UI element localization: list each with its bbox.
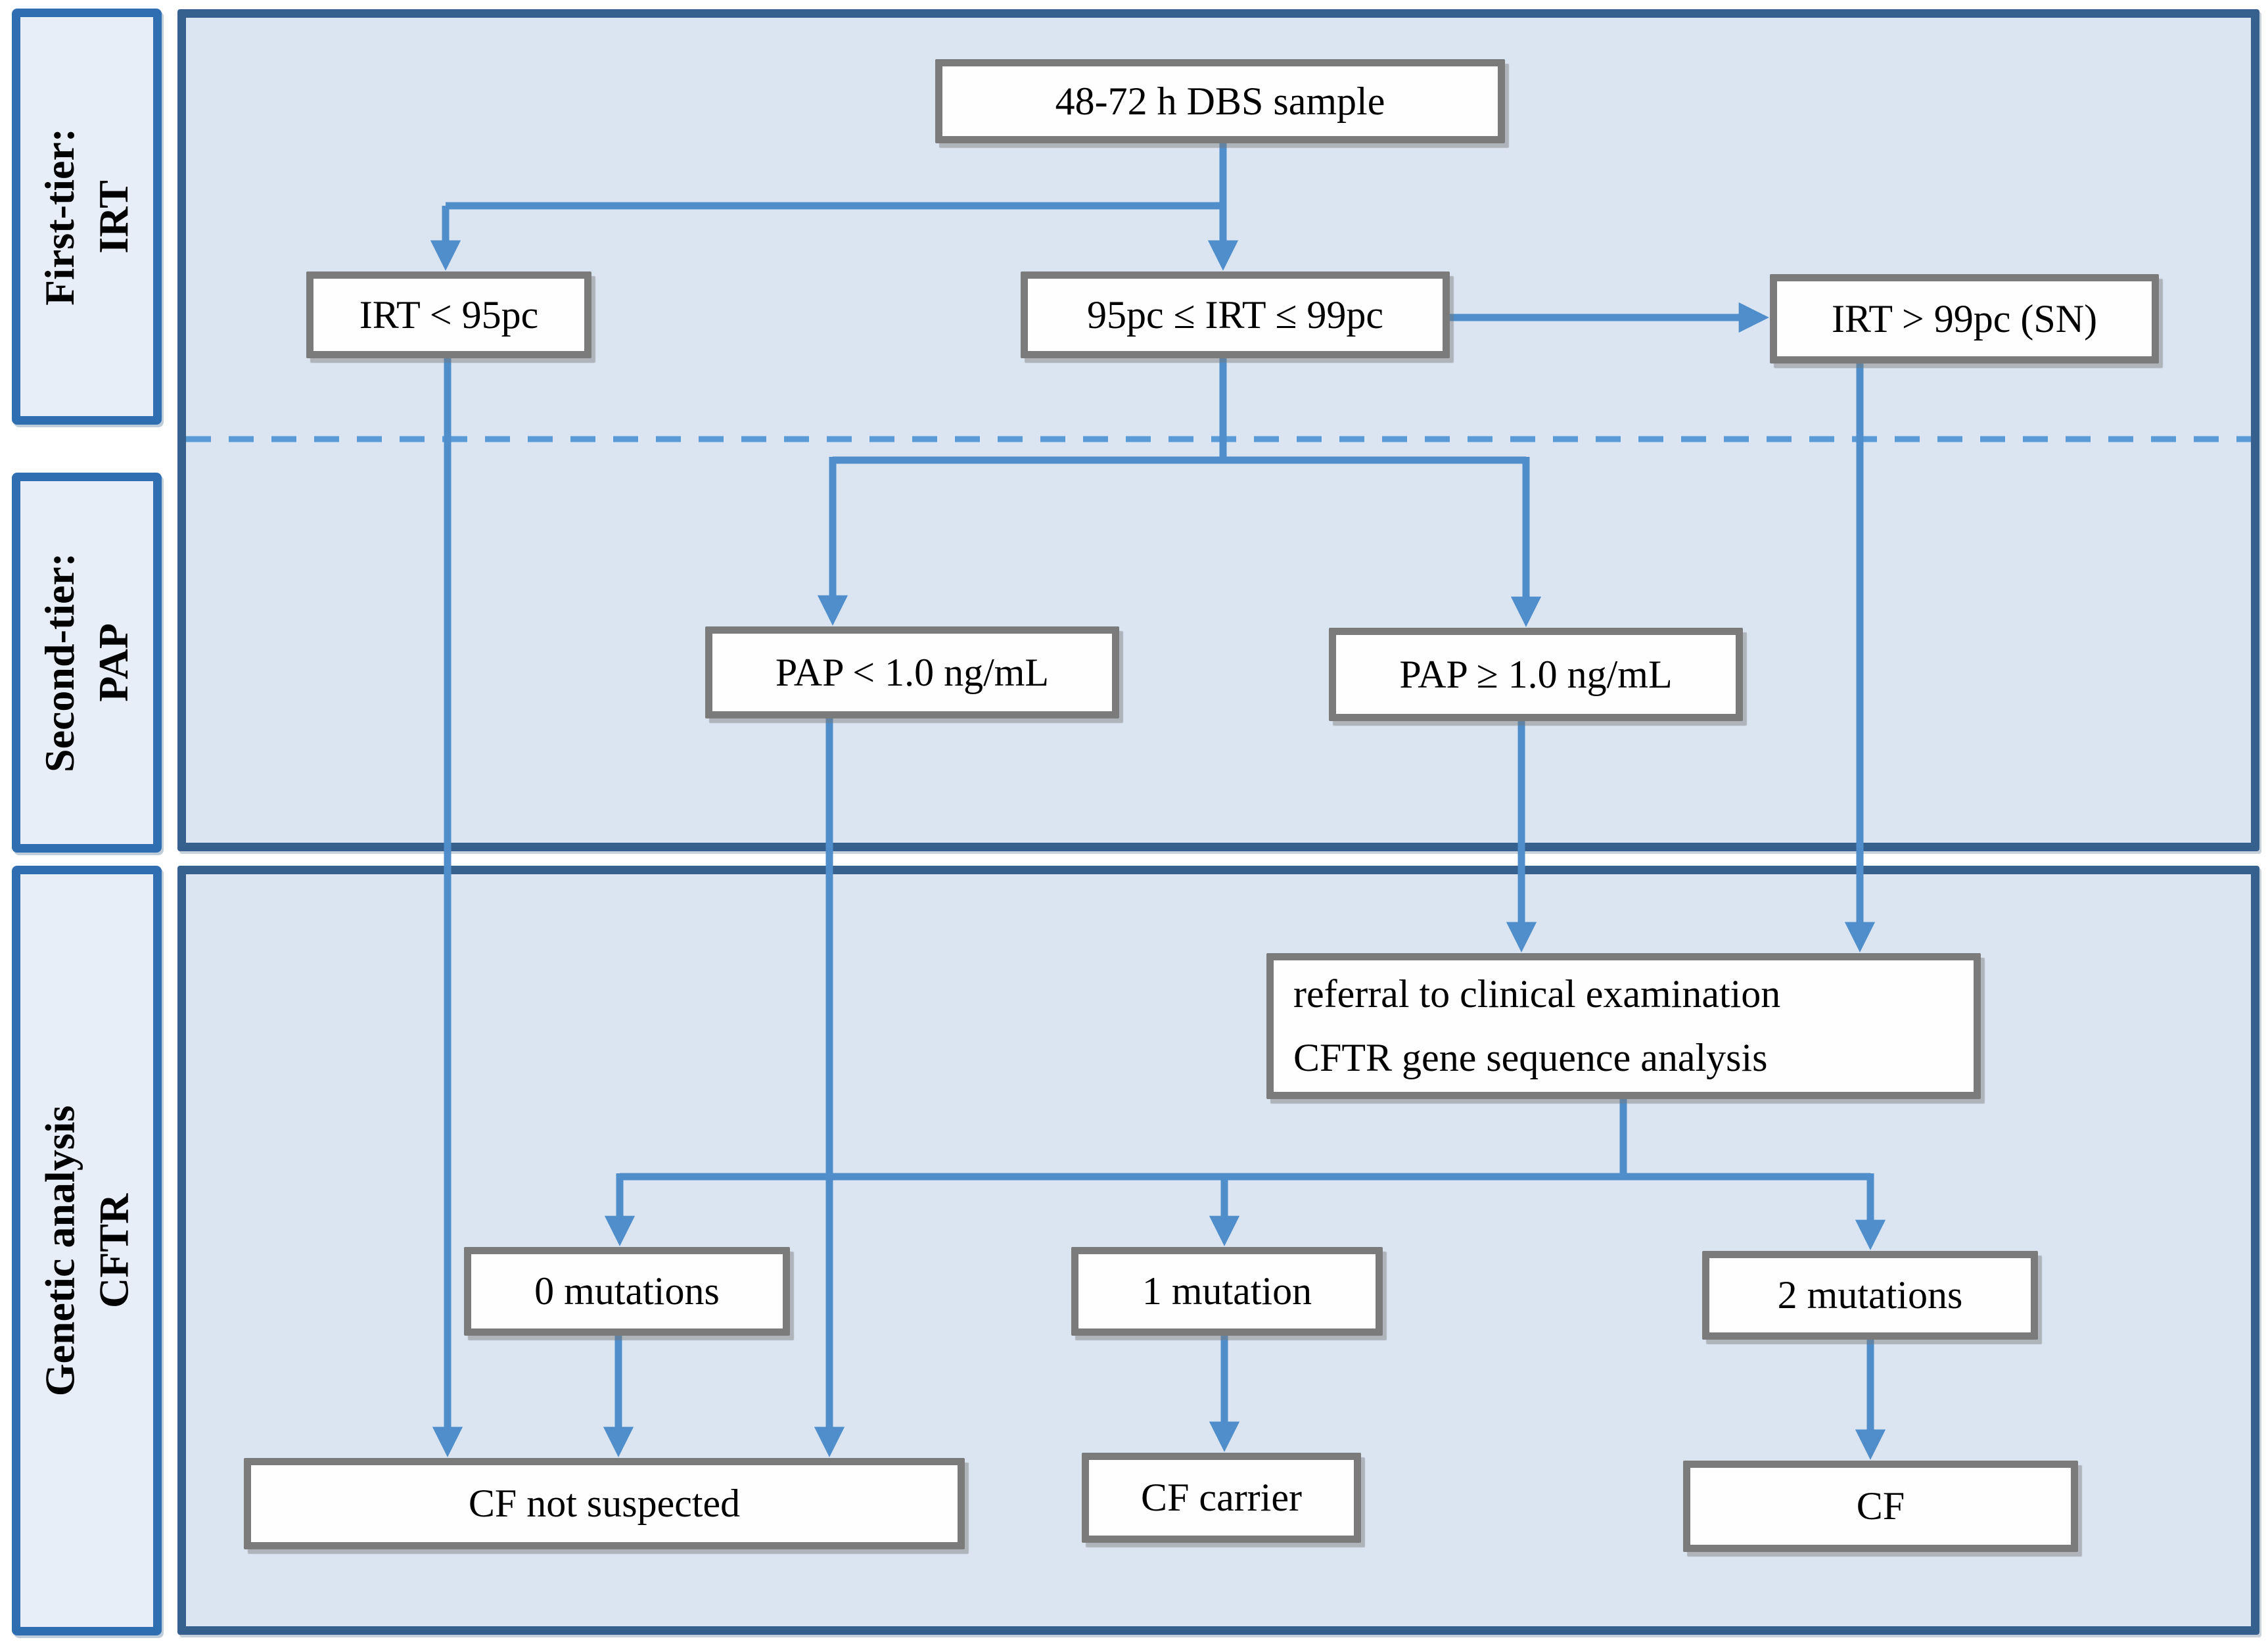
tier-label-first-tier-irt: First-tier: IRT <box>33 128 141 305</box>
node-label: PAP ≥ 1.0 ng/mL <box>1399 652 1673 696</box>
node-label: IRT < 95pc <box>359 293 539 337</box>
tier-label-line2: CFTR <box>90 1193 137 1308</box>
node-pap-below-1: PAP < 1.0 ng/mL <box>705 626 1119 718</box>
node-label: CF <box>1856 1484 1905 1528</box>
node-label-line1: referral to clinical examination <box>1293 972 1781 1016</box>
node-label: PAP < 1.0 ng/mL <box>775 650 1050 694</box>
tier-label-genetic-analysis-cftr: Genetic analysis CFTR <box>33 1105 141 1396</box>
tier-label-second-tier-pap: Second-tier: PAP <box>33 553 141 772</box>
node-cf-carrier: CF carrier <box>1082 1453 1361 1543</box>
tier-box-first-tier-irt: First-tier: IRT <box>12 9 162 425</box>
node-label: CF carrier <box>1141 1476 1302 1519</box>
node-irt-above-99pc-sn: IRT > 99pc (SN) <box>1770 274 2159 364</box>
node-label: 48-72 h DBS sample <box>1055 79 1385 123</box>
node-label: 0 mutations <box>534 1269 720 1313</box>
node-cf-not-suspected: CF not suspected <box>244 1458 965 1549</box>
tier-label-line2: IRT <box>90 179 137 254</box>
node-1-mutation: 1 mutation <box>1071 1247 1383 1336</box>
node-dbs-sample: 48-72 h DBS sample <box>935 59 1505 143</box>
node-label: IRT > 99pc (SN) <box>1831 296 2098 341</box>
node-label-line2: CFTR gene sequence analysis <box>1293 1036 1768 1079</box>
tier-label-line1: Genetic analysis <box>36 1105 83 1396</box>
node-2-mutations: 2 mutations <box>1702 1251 2038 1340</box>
tier-box-second-tier-pap: Second-tier: PAP <box>12 473 162 853</box>
node-irt-below-95pc: IRT < 95pc <box>306 271 591 358</box>
node-label: 95pc ≤ IRT ≤ 99pc <box>1086 293 1384 337</box>
node-referral-cftr-analysis: referral to clinical examination CFTR ge… <box>1266 953 1981 1099</box>
tier-label-line1: First-tier: <box>36 128 83 306</box>
node-label: CF not suspected <box>468 1482 741 1525</box>
panel-irt-pap-tiers <box>177 9 2259 851</box>
node-irt-95-to-99pc: 95pc ≤ IRT ≤ 99pc <box>1021 271 1450 358</box>
tier-label-line1: Second-tier: <box>36 552 83 773</box>
node-0-mutations: 0 mutations <box>464 1247 790 1336</box>
tier-box-genetic-analysis-cftr: Genetic analysis CFTR <box>12 866 162 1635</box>
node-cf: CF <box>1683 1461 2078 1552</box>
node-pap-at-least-1: PAP ≥ 1.0 ng/mL <box>1329 628 1743 721</box>
tier-label-line2: PAP <box>90 623 137 702</box>
node-label: 1 mutation <box>1142 1269 1312 1313</box>
node-label: 2 mutations <box>1777 1273 1963 1317</box>
